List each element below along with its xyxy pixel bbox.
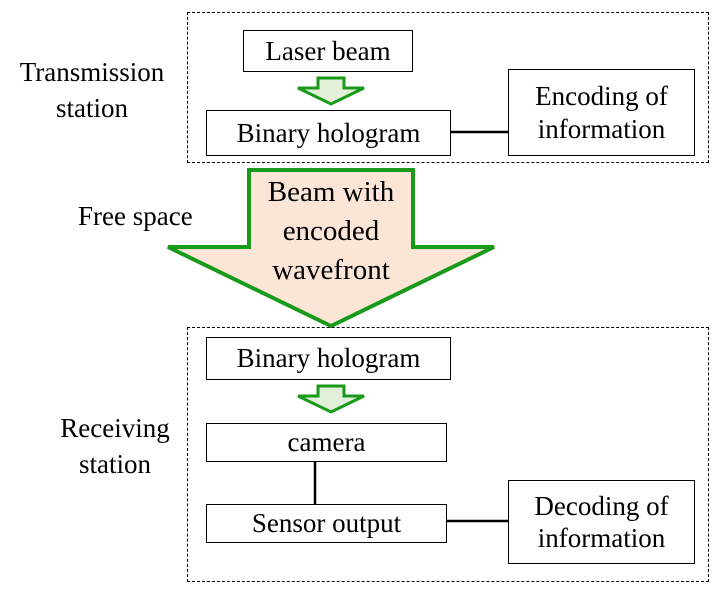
laser-beam-box: Laser beam [243, 30, 413, 72]
beam-line2: encoded [282, 215, 380, 248]
camera-label: camera [287, 427, 366, 458]
transmission-label-line1: Transmission [19, 57, 165, 87]
rx-binary-hologram-box: Binary hologram [206, 337, 451, 380]
rx-binary-hologram-label: Binary hologram [236, 343, 421, 374]
decoding-line1: Decoding of [534, 490, 669, 521]
free-space-label-text: Free space [78, 201, 193, 231]
tx-binary-hologram-label: Binary hologram [236, 117, 421, 148]
transmission-station-label: Transmission station [6, 54, 178, 127]
tx-binary-hologram-box: Binary hologram [206, 110, 451, 156]
receiving-label-line2: station [79, 449, 151, 480]
encoding-line2: information [537, 113, 666, 144]
beam-line3: wavefront [272, 254, 390, 287]
encoding-line1: Encoding of [535, 81, 668, 112]
camera-box: camera [206, 423, 447, 462]
transmission-label-line2: station [56, 93, 128, 124]
decoding-line2: information [537, 523, 666, 553]
encoding-box: Encoding of information [508, 69, 695, 156]
sensor-output-box: Sensor output [206, 504, 447, 543]
transmission-station-frame [187, 12, 709, 163]
receiving-label-line1: Receiving [60, 413, 170, 443]
receiving-station-frame [187, 327, 709, 582]
beam-description: Beam with encoded wavefront [236, 173, 426, 290]
receiving-station-label: Receiving station [40, 410, 190, 483]
laser-beam-label: Laser beam [265, 35, 391, 66]
free-space-label: Free space [78, 198, 193, 234]
beam-line1: Beam with [267, 176, 395, 208]
decoding-box: Decoding of information [508, 480, 695, 564]
sensor-output-label: Sensor output [251, 508, 402, 539]
